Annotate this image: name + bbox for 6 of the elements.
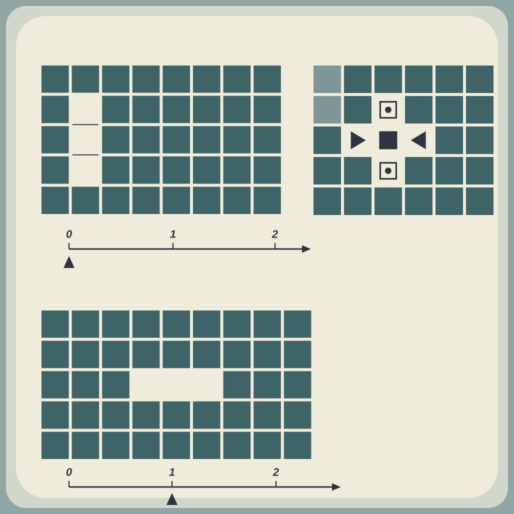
tick-label: 1 <box>170 230 176 238</box>
tick-label: 1 <box>169 468 174 476</box>
tick-label: 2 <box>272 468 279 476</box>
tick-label: 0 <box>66 230 72 238</box>
tick-label: 2 <box>272 230 278 238</box>
tick-label: 0 <box>66 468 72 476</box>
